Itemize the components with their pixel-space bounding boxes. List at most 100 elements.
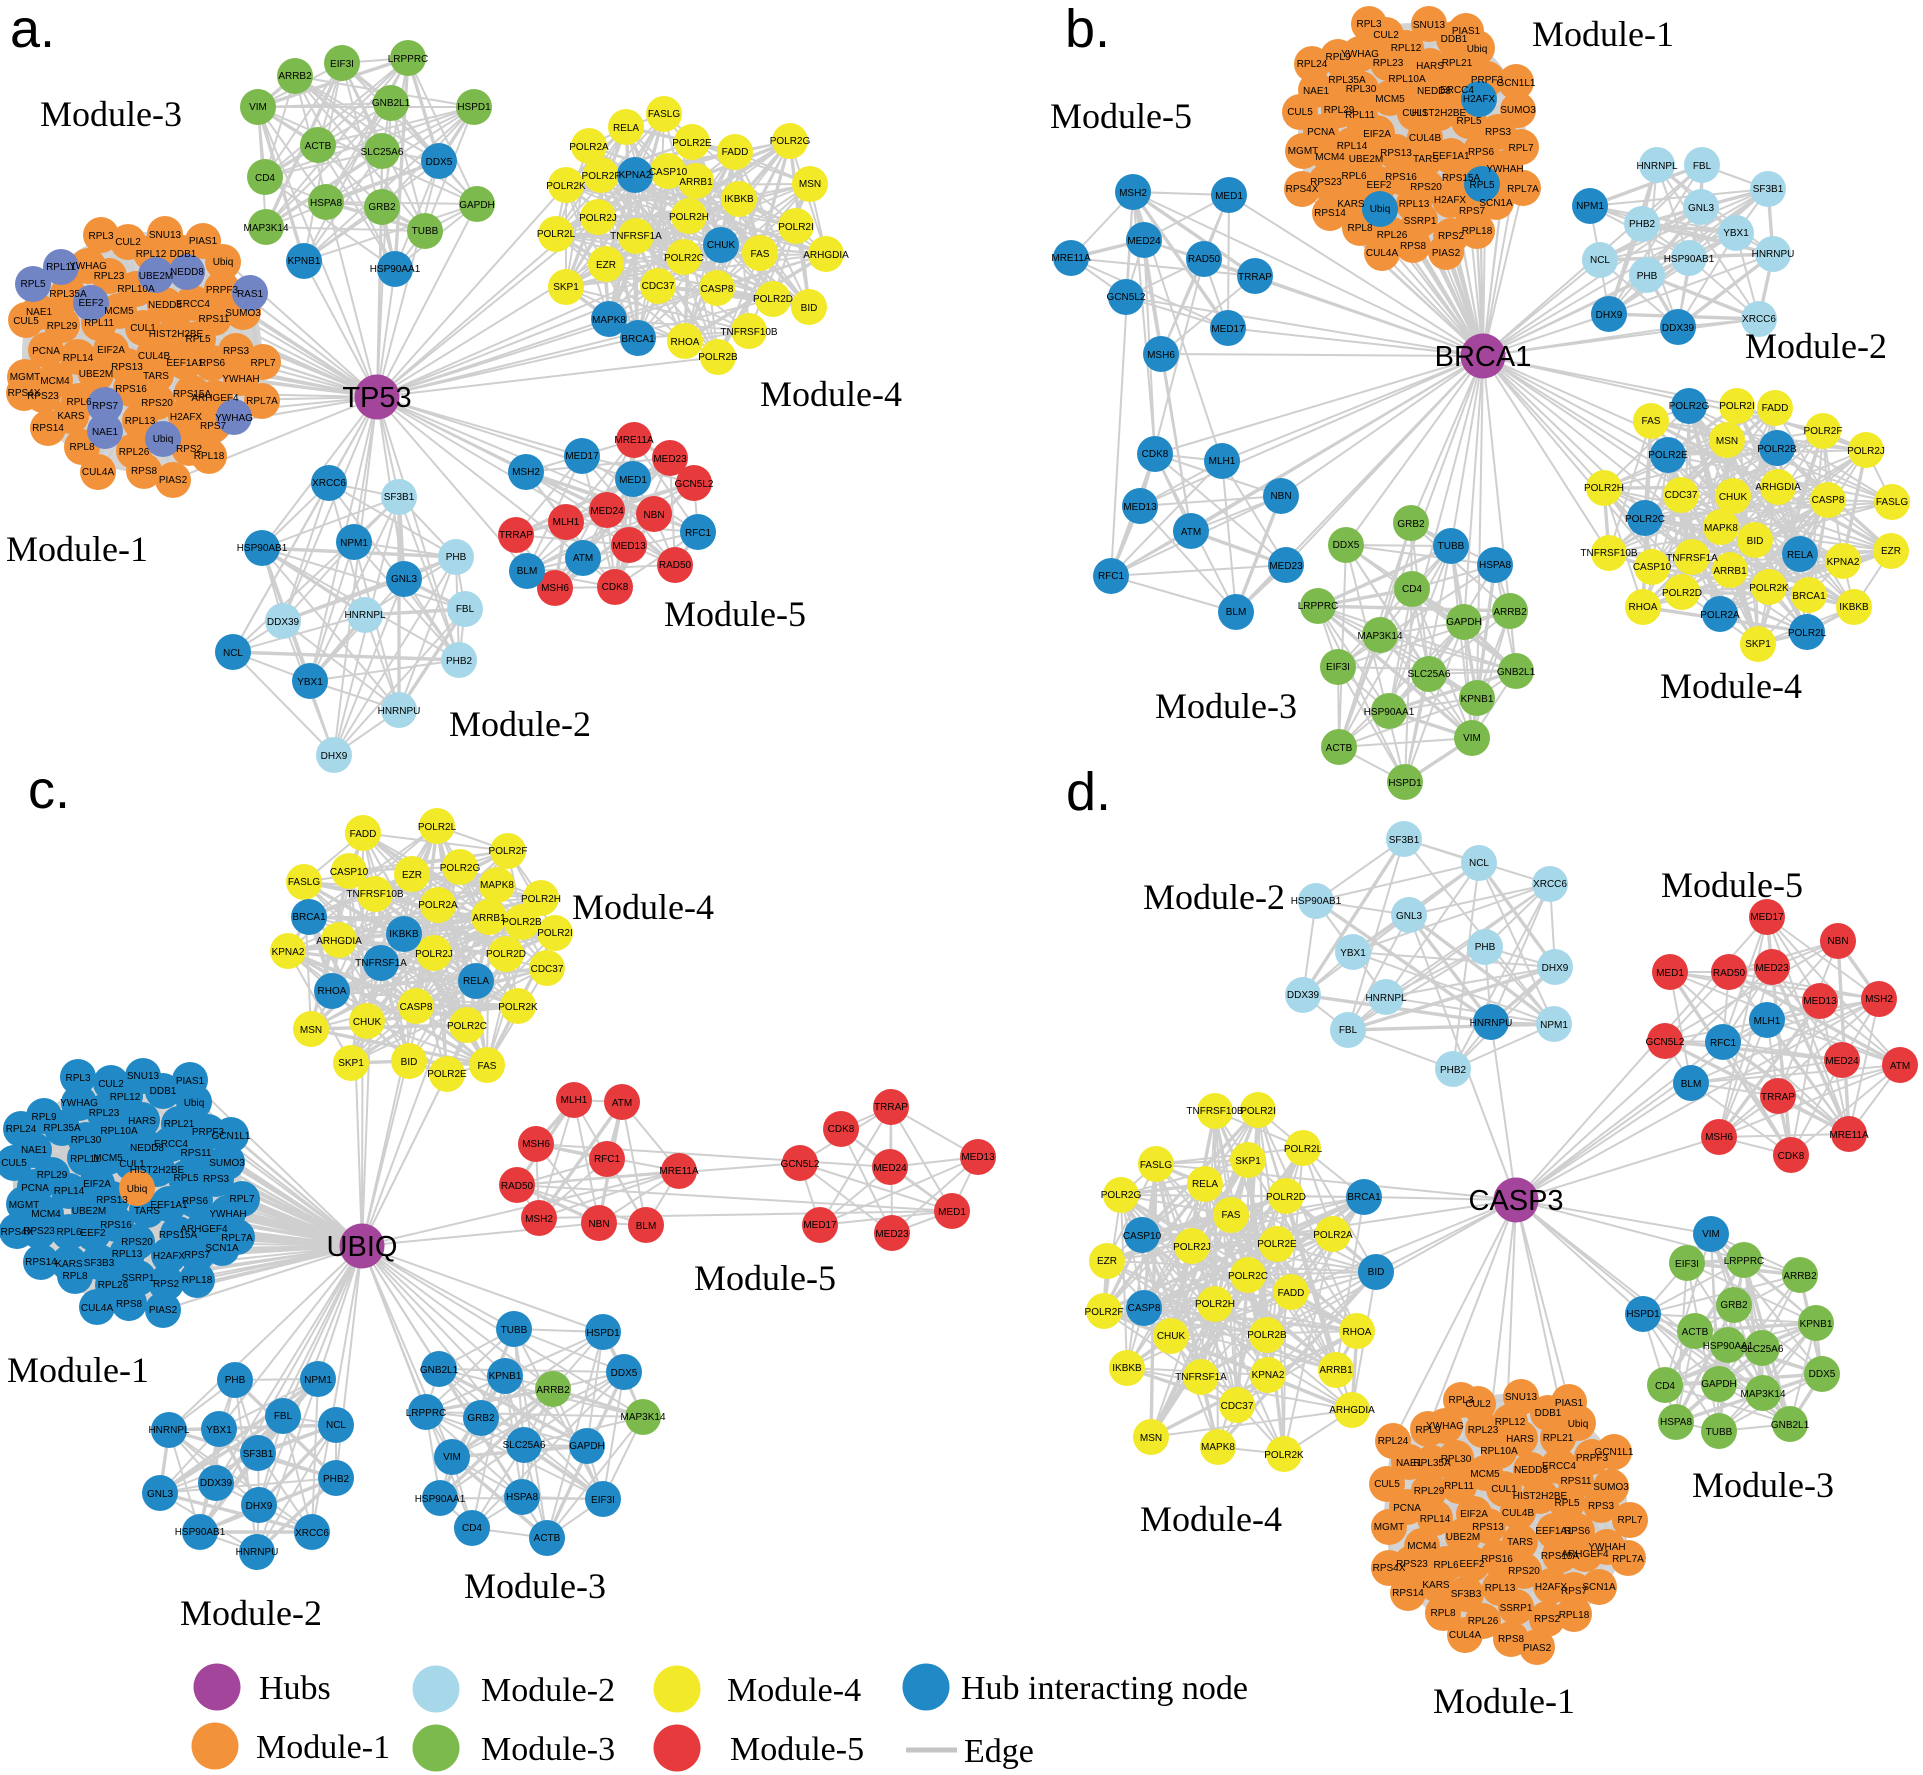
svg-text:RPL11: RPL11: [70, 1154, 100, 1165]
svg-text:CD4: CD4: [462, 1523, 482, 1534]
svg-text:Hubs: Hubs: [259, 1670, 331, 1707]
svg-text:SUMO3: SUMO3: [209, 1158, 245, 1169]
svg-text:GNL3: GNL3: [1396, 911, 1423, 922]
svg-text:MED13: MED13: [1123, 502, 1157, 513]
svg-text:POLR2G: POLR2G: [440, 863, 481, 874]
svg-text:RPL23: RPL23: [1468, 1425, 1499, 1436]
svg-text:ACTB: ACTB: [1682, 1327, 1709, 1338]
svg-text:SNU13: SNU13: [127, 1071, 160, 1082]
svg-text:POLR2H: POLR2H: [1584, 483, 1624, 494]
svg-text:SUMO3: SUMO3: [225, 308, 261, 319]
svg-text:RPS14: RPS14: [32, 423, 64, 434]
svg-text:ARRB1: ARRB1: [1319, 1365, 1353, 1376]
svg-text:POLR2A: POLR2A: [418, 900, 458, 911]
svg-text:ATM: ATM: [573, 553, 593, 564]
svg-text:SLC25A6: SLC25A6: [1408, 669, 1451, 680]
svg-text:MAP3K14: MAP3K14: [243, 223, 288, 234]
svg-text:FADD: FADD: [1762, 403, 1789, 414]
svg-text:RPL10A: RPL10A: [1480, 1446, 1518, 1457]
svg-text:XRCC6: XRCC6: [1742, 314, 1776, 325]
svg-text:CASP8: CASP8: [701, 284, 734, 295]
svg-text:HIST2H2BE: HIST2H2BE: [1412, 108, 1467, 119]
svg-text:Module-5: Module-5: [1661, 865, 1803, 905]
svg-text:TNFRSF10B: TNFRSF10B: [720, 327, 778, 338]
svg-text:POLR2H: POLR2H: [669, 212, 709, 223]
svg-text:RPS15A: RPS15A: [159, 1230, 198, 1241]
svg-text:RPS16: RPS16: [100, 1220, 132, 1231]
svg-text:CUL1: CUL1: [130, 323, 156, 334]
svg-text:BRCA1: BRCA1: [1435, 341, 1532, 373]
svg-text:RPS2: RPS2: [1438, 231, 1465, 242]
svg-text:MAP3K14: MAP3K14: [1740, 1389, 1785, 1400]
svg-text:LRPPRC: LRPPRC: [406, 1408, 447, 1419]
svg-text:MED17: MED17: [803, 1220, 837, 1231]
svg-text:ARRB2: ARRB2: [1783, 1271, 1817, 1282]
svg-text:PIAS1: PIAS1: [176, 1076, 205, 1087]
svg-text:EZR: EZR: [402, 870, 422, 881]
svg-text:MSH2: MSH2: [525, 1214, 553, 1225]
svg-text:MED13: MED13: [612, 541, 646, 552]
svg-text:MED23: MED23: [1269, 561, 1303, 572]
svg-text:SCN1A: SCN1A: [1582, 1582, 1616, 1593]
svg-text:RPL12: RPL12: [1495, 1417, 1526, 1428]
svg-text:YBX1: YBX1: [206, 1425, 232, 1436]
svg-text:CDK8: CDK8: [828, 1124, 855, 1135]
svg-text:MCM5: MCM5: [104, 306, 134, 317]
svg-text:DDX5: DDX5: [1333, 540, 1360, 551]
svg-text:BRCA1: BRCA1: [1347, 1192, 1381, 1203]
svg-text:MAPK8: MAPK8: [1704, 523, 1738, 534]
svg-text:RPL30: RPL30: [1346, 84, 1377, 95]
svg-text:CUL4A: CUL4A: [81, 1303, 114, 1314]
svg-text:SF3B1: SF3B1: [243, 1449, 274, 1460]
svg-text:RPL21: RPL21: [1442, 58, 1473, 69]
svg-text:RPS8: RPS8: [116, 1299, 143, 1310]
svg-text:PIAS2: PIAS2: [1432, 248, 1461, 259]
svg-text:ARRB2: ARRB2: [536, 1385, 570, 1396]
svg-text:EEF2: EEF2: [78, 298, 103, 309]
svg-text:NEDD8: NEDD8: [170, 267, 204, 278]
svg-text:MED17: MED17: [565, 451, 599, 462]
svg-text:MSH2: MSH2: [512, 467, 540, 478]
svg-text:ACTB: ACTB: [1326, 743, 1353, 754]
svg-text:RPL7: RPL7: [250, 358, 275, 369]
svg-text:POLR2I: POLR2I: [1719, 401, 1755, 412]
svg-text:Module-4: Module-4: [572, 887, 714, 927]
svg-text:PHB2: PHB2: [1629, 219, 1656, 230]
svg-text:TNFRSF1A: TNFRSF1A: [1175, 1372, 1227, 1383]
svg-text:MED17: MED17: [1211, 324, 1245, 335]
svg-text:DDX39: DDX39: [1662, 323, 1695, 334]
svg-text:POLR2L: POLR2L: [1284, 1144, 1323, 1155]
svg-text:CHUK: CHUK: [707, 240, 736, 251]
svg-text:RPL35A: RPL35A: [1413, 1458, 1451, 1469]
svg-text:RPL29: RPL29: [47, 321, 78, 332]
svg-text:TNFRSF1A: TNFRSF1A: [610, 231, 662, 242]
svg-text:POLR2D: POLR2D: [486, 949, 526, 960]
svg-text:RPL12: RPL12: [136, 249, 167, 260]
svg-text:BLM: BLM: [636, 1221, 657, 1232]
svg-text:Ubiq: Ubiq: [127, 1184, 148, 1195]
svg-text:FAS: FAS: [1642, 416, 1661, 427]
svg-text:SLC25A6: SLC25A6: [361, 147, 404, 158]
svg-text:POLR2D: POLR2D: [1266, 1192, 1306, 1203]
svg-text:RPL11: RPL11: [1444, 1481, 1474, 1492]
svg-text:RPL7A: RPL7A: [221, 1233, 253, 1244]
svg-text:RPS2: RPS2: [153, 1279, 180, 1290]
svg-text:GCN5L2: GCN5L2: [675, 479, 714, 490]
svg-text:MGMT: MGMT: [9, 1200, 40, 1211]
svg-text:SSRP1: SSRP1: [122, 1273, 155, 1284]
svg-text:Module-2: Module-2: [481, 1672, 615, 1709]
svg-text:HSPD1: HSPD1: [1388, 778, 1422, 789]
svg-text:MED13: MED13: [1803, 996, 1837, 1007]
svg-text:CUL4B: CUL4B: [138, 351, 171, 362]
svg-text:RPS4X: RPS4X: [1286, 184, 1319, 195]
svg-text:GNB2L1: GNB2L1: [1497, 667, 1536, 678]
svg-text:FAS: FAS: [751, 249, 770, 260]
svg-text:CUL4B: CUL4B: [1409, 133, 1442, 144]
svg-text:RPL7: RPL7: [229, 1194, 254, 1205]
svg-text:ARHGDIA: ARHGDIA: [803, 250, 849, 261]
svg-text:DDX5: DDX5: [611, 1368, 638, 1379]
svg-text:RPL29: RPL29: [37, 1170, 68, 1181]
svg-text:POLR2K: POLR2K: [498, 1002, 538, 1013]
svg-text:Module-1: Module-1: [7, 1350, 149, 1390]
svg-text:RPS16: RPS16: [1385, 172, 1417, 183]
